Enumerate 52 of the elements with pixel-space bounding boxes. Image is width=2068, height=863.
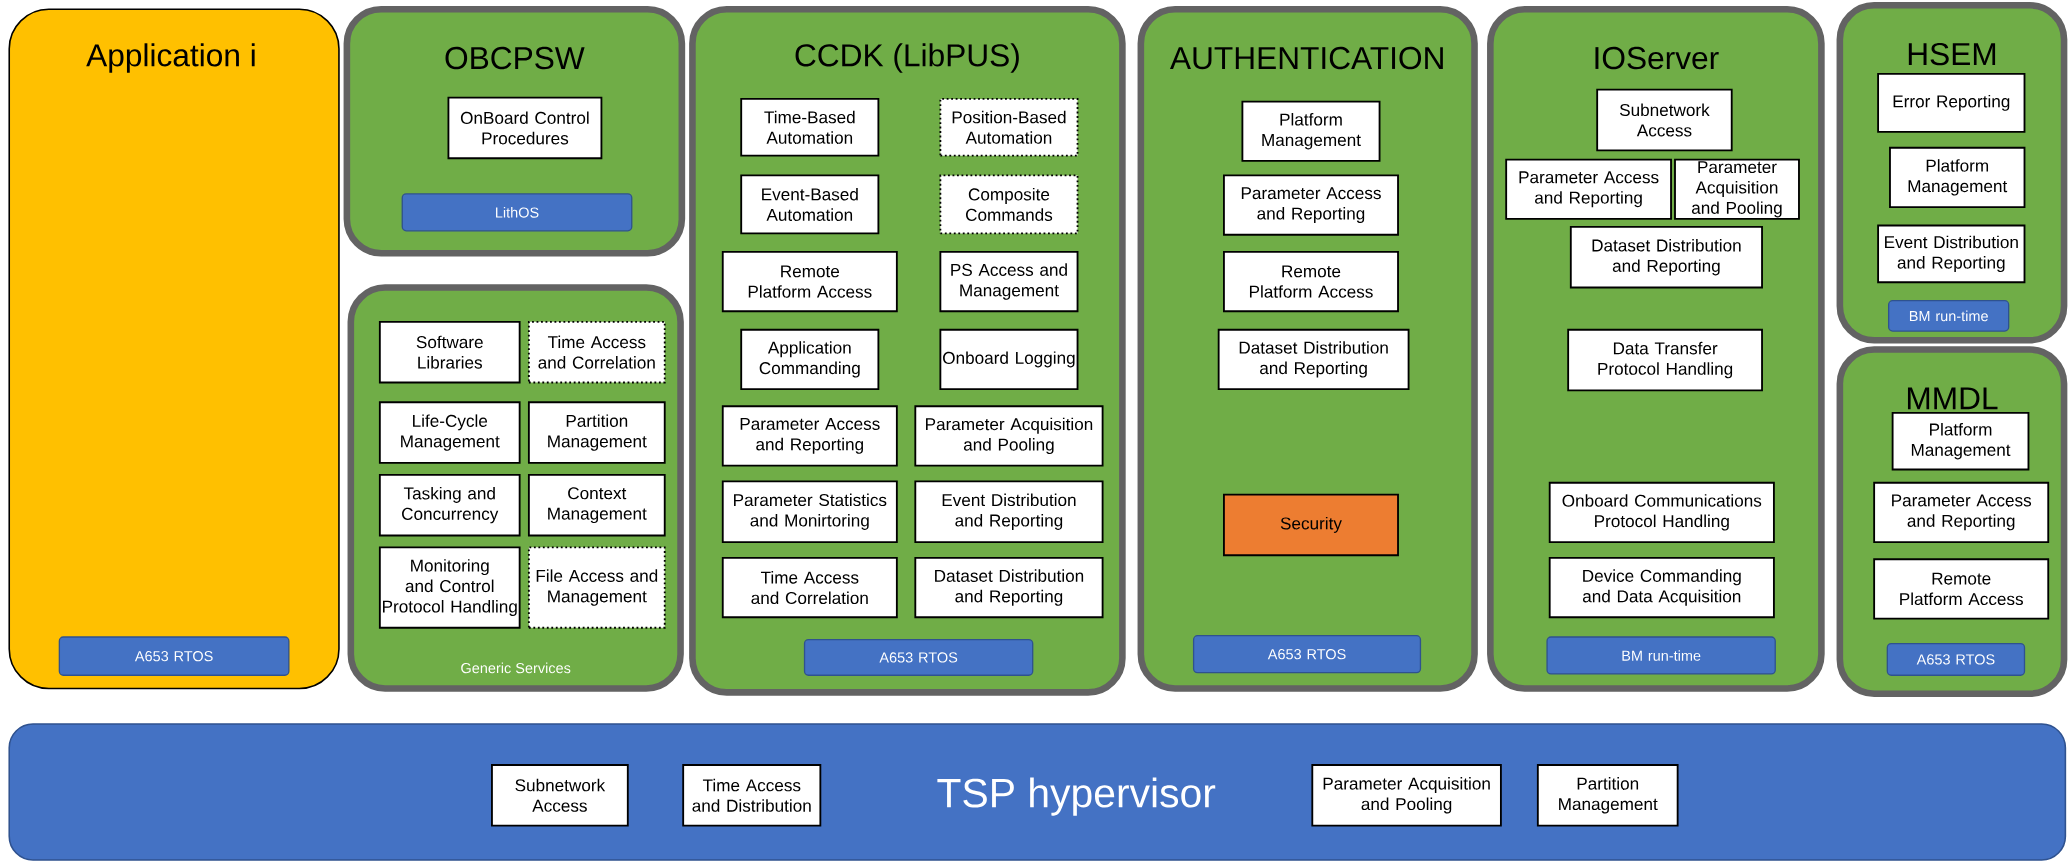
service-box: Partition Management (1536, 764, 1679, 827)
service-box: Parameter Acquisition and Pooling (1311, 764, 1502, 827)
service-box: Time Access and Distribution (682, 764, 822, 827)
service-box: Platform Management (1891, 412, 2030, 471)
service-box: Life-Cycle Management (378, 401, 521, 465)
service-box: Application Commanding (740, 329, 880, 391)
service-box: Device Commanding and Data Acquisition (1548, 557, 1775, 619)
service-box: Dataset Distribution and Reporting (1217, 329, 1410, 391)
security-box: Security (1223, 493, 1399, 557)
service-box: Position-Based Automation (939, 98, 1079, 157)
service-box: Time-Based Automation (740, 98, 880, 157)
service-box: File Access and Management (527, 546, 666, 629)
service-box: Time Access and Correlation (527, 321, 666, 384)
os-bar: A653 RTOS (1886, 643, 2026, 677)
service-box: Subnetwork Access (491, 764, 629, 827)
service-box: Time Access and Correlation (721, 557, 898, 619)
os-bar: BM run-time (1546, 636, 1776, 675)
os-bar: A653 RTOS (1192, 635, 1422, 674)
service-box: Onboard Logging (939, 329, 1079, 391)
service-box: Composite Commands (939, 174, 1079, 235)
service-box: Dataset Distribution and Reporting (1569, 226, 1763, 289)
service-box: Error Reporting (1877, 73, 2026, 134)
service-box: Event Distribution and Reporting (914, 480, 1104, 544)
os-bar: LithOS (401, 193, 633, 232)
service-box: Platform Management (1241, 100, 1381, 163)
service-box: Partition Management (527, 401, 666, 465)
service-box: Parameter Access and Reporting (1873, 482, 2050, 544)
os-bar: BM run-time (1888, 300, 2010, 332)
service-box: Parameter Acquisition and Pooling (1674, 158, 1800, 221)
service-box: OnBoard Control Procedures (447, 96, 603, 160)
service-box: Parameter Acquisition and Pooling (914, 405, 1104, 467)
service-box: Parameter Statistics and Monirtoring (721, 480, 898, 544)
service-box: Dataset Distribution and Reporting (914, 557, 1104, 619)
service-box: Parameter Access and Reporting (1505, 158, 1672, 221)
service-box: Parameter Access and Reporting (1223, 174, 1399, 236)
service-box: Onboard Communications Protocol Handling (1548, 482, 1775, 544)
service-box: Monitoring and Control Protocol Handling (378, 546, 521, 629)
service-box: Event-Based Automation (740, 174, 880, 235)
service-box: Software Libraries (378, 321, 521, 384)
service-box: Remote Platform Access (721, 251, 898, 313)
service-box: Remote Platform Access (1873, 558, 2050, 620)
service-box: Tasking and Concurrency (378, 474, 521, 537)
service-box: Data Transfer Protocol Handling (1567, 329, 1763, 392)
service-box: Context Management (527, 474, 666, 537)
service-box: Event Distribution and Reporting (1877, 224, 2026, 284)
os-bar: A653 RTOS (803, 639, 1034, 677)
service-box: Subnetwork Access (1596, 89, 1733, 152)
service-box: Remote Platform Access (1223, 251, 1399, 313)
os-bar: A653 RTOS (58, 636, 290, 677)
service-box: PS Access and Management (939, 251, 1079, 313)
service-box: Platform Management (1889, 147, 2026, 209)
service-box: Parameter Access and Reporting (721, 405, 898, 467)
